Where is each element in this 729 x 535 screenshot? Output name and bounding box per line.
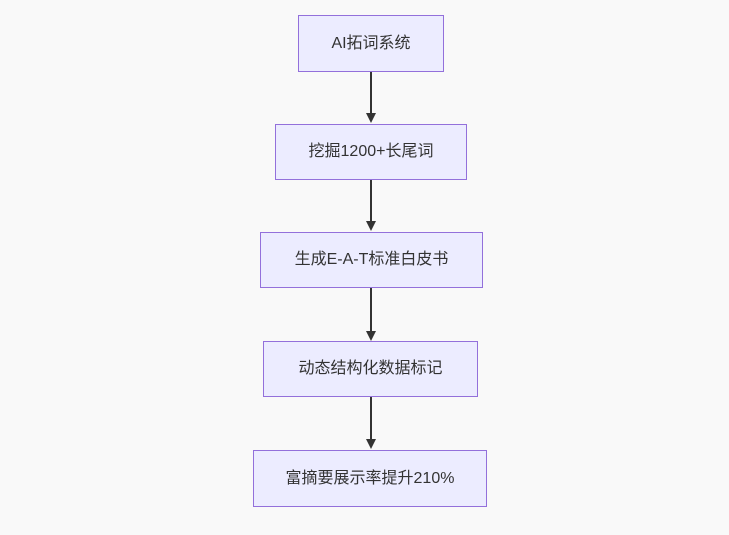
flowchart-node-structured-data-markup: 动态结构化数据标记: [263, 341, 478, 397]
arrowhead-down-icon: [366, 331, 376, 341]
flowchart-node-eat-whitepaper: 生成E-A-T标准白皮书: [260, 232, 483, 288]
arrowhead-down-icon: [366, 113, 376, 123]
arrow-shaft: [370, 288, 372, 333]
flow-arrow-2: [366, 180, 376, 231]
arrow-shaft: [370, 397, 372, 441]
flowchart-node-rich-snippet-result: 富摘要展示率提升210%: [253, 450, 487, 507]
node-label: 动态结构化数据标记: [298, 360, 443, 377]
arrow-shaft: [370, 72, 372, 115]
node-label: AI拓词系统: [331, 34, 411, 52]
node-label: 富摘要展示率提升210%: [285, 469, 455, 487]
arrowhead-down-icon: [366, 439, 376, 449]
flowchart-node-ai-word-expansion: AI拓词系统: [298, 15, 444, 72]
arrowhead-down-icon: [366, 221, 376, 231]
node-label: 挖掘1200+长尾词: [308, 143, 434, 160]
flow-arrow-4: [366, 397, 376, 449]
flow-arrow-1: [366, 72, 376, 123]
flow-arrow-3: [366, 288, 376, 341]
node-label: 生成E-A-T标准白皮书: [294, 251, 449, 268]
arrow-shaft: [370, 180, 372, 223]
flowchart-node-longtail-mining: 挖掘1200+长尾词: [275, 124, 467, 180]
